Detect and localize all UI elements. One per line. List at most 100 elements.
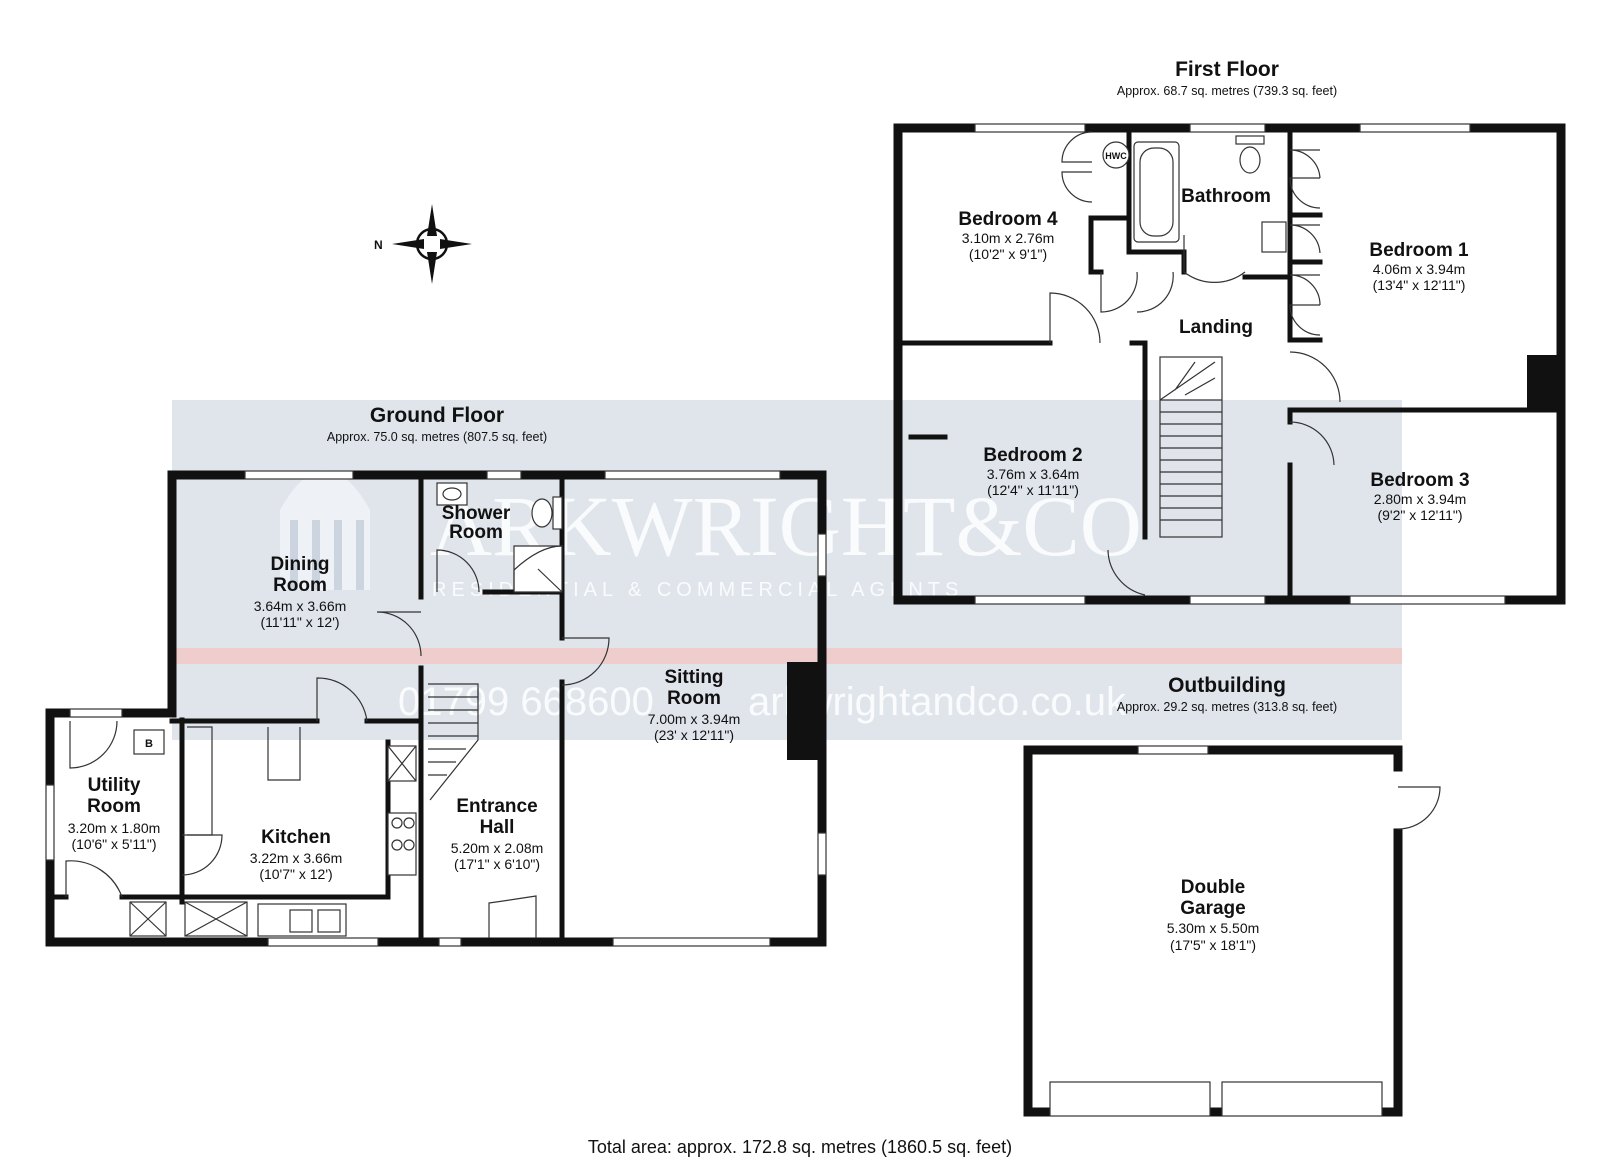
utility-room-dim-m: 3.20m x 1.80m xyxy=(68,820,161,836)
window xyxy=(604,470,781,480)
cupboard-door xyxy=(1061,131,1093,163)
window xyxy=(69,708,123,718)
bedroom-3-name: Bedroom 3 xyxy=(1370,470,1469,491)
window xyxy=(267,937,379,947)
door xyxy=(1107,549,1146,596)
wall xyxy=(1129,340,1148,540)
window xyxy=(438,937,462,947)
entrance-hall-name: Entrance xyxy=(456,796,537,817)
shower-room-name-2: Room xyxy=(449,522,503,543)
toilet xyxy=(1239,146,1261,174)
window xyxy=(244,470,354,480)
wall xyxy=(179,739,391,900)
hot-water-cylinder xyxy=(1102,141,1130,169)
door xyxy=(181,834,223,876)
window xyxy=(486,470,522,480)
door xyxy=(1136,271,1174,313)
wardrobe-divider xyxy=(1287,212,1323,265)
door xyxy=(1183,235,1246,283)
first-floor-title: First Floor xyxy=(1175,58,1279,81)
bedroom-3-dim-ft: (9'2" x 12'11") xyxy=(1377,507,1462,523)
bedroom-2-dim-m: 3.76m x 3.64m xyxy=(987,466,1080,482)
utility-room-name: Utility xyxy=(88,775,141,796)
worktop xyxy=(187,726,213,836)
door xyxy=(1049,292,1101,344)
garage-name: Double xyxy=(1181,877,1245,898)
window xyxy=(1189,595,1266,605)
window xyxy=(1349,595,1506,605)
boiler-label: B xyxy=(145,738,153,750)
watermark-phone: 01799 668600 xyxy=(398,680,654,724)
window xyxy=(1137,745,1209,755)
washbasin xyxy=(1261,221,1287,253)
window xyxy=(817,533,827,577)
toilet xyxy=(531,498,553,528)
wardrobe-door xyxy=(1289,304,1321,336)
wardrobe-door xyxy=(1289,149,1321,179)
sink-bowl xyxy=(289,909,313,933)
wardrobe-door xyxy=(1289,274,1321,306)
dining-room-dim-ft: (11'11" x 12') xyxy=(260,614,339,630)
door xyxy=(69,720,118,769)
door xyxy=(376,611,422,657)
outbuilding: Outbuilding Approx. 29.2 sq. metres (313… xyxy=(1023,674,1441,1117)
front-door xyxy=(488,895,537,938)
bedroom-3-dim-m: 2.80m x 3.94m xyxy=(1374,491,1467,507)
bedroom-1-name: Bedroom 1 xyxy=(1369,240,1469,261)
kitchen-name: Kitchen xyxy=(261,827,331,848)
wardrobe-door xyxy=(1289,177,1321,209)
ground-floor-title: Ground Floor xyxy=(370,404,504,427)
sitting-room-name: Sitting xyxy=(664,667,723,688)
door xyxy=(316,677,368,722)
boiler xyxy=(133,729,165,755)
sitting-room-dim-ft: (23' x 12'11") xyxy=(654,727,734,743)
garage-side-door xyxy=(1397,786,1441,830)
first-floor: First Floor Approx. 68.7 sq. metres (739… xyxy=(893,58,1566,605)
window xyxy=(974,123,1086,133)
bedroom-2-dim-ft: (12'4" x 11'11") xyxy=(987,482,1079,498)
window xyxy=(1189,123,1266,133)
worktop xyxy=(267,727,301,781)
chimney-breast xyxy=(1527,355,1561,410)
outbuilding-title: Outbuilding xyxy=(1168,674,1286,697)
window xyxy=(612,937,771,947)
window xyxy=(1359,123,1471,133)
chimney-breast xyxy=(787,662,822,760)
bedroom-4-dim-ft: (10'2" x 9'1") xyxy=(969,246,1047,262)
bedroom-1-dim-m: 4.06m x 3.94m xyxy=(1373,261,1466,277)
shower-room-name: Shower xyxy=(442,503,511,524)
utility-room-dim-ft: (10'6" x 5'11") xyxy=(71,836,156,852)
ground-floor-area: Approx. 75.0 sq. metres (807.5 sq. feet) xyxy=(327,430,547,444)
window xyxy=(974,595,1086,605)
garage-dim-m: 5.30m x 5.50m xyxy=(1167,920,1260,936)
watermark-stripe xyxy=(172,648,1402,664)
sink-bowl xyxy=(317,909,341,933)
door xyxy=(1289,421,1335,466)
door xyxy=(1289,351,1341,403)
washbasin-bowl xyxy=(442,487,462,501)
first-floor-area: Approx. 68.7 sq. metres (739.3 sq. feet) xyxy=(1117,84,1337,98)
garage-door xyxy=(1221,1081,1383,1117)
toilet-cistern xyxy=(1235,135,1265,145)
window xyxy=(817,832,827,876)
garage-name-2: Garage xyxy=(1180,898,1245,919)
outbuilding-area: Approx. 29.2 sq. metres (313.8 sq. feet) xyxy=(1117,700,1337,714)
bedroom-1-dim-ft: (13'4" x 12'11") xyxy=(1373,277,1466,293)
entrance-hall-dim-ft: (17'1" x 6'10") xyxy=(454,856,540,872)
door xyxy=(436,549,480,593)
first-outer-wall xyxy=(893,123,1566,605)
entrance-hall-dim-m: 5.20m x 2.08m xyxy=(451,840,544,856)
shower-screen xyxy=(513,545,563,593)
toilet-cistern xyxy=(552,496,563,530)
entrance-hall-name-2: Hall xyxy=(480,817,515,838)
utility-room-name-2: Room xyxy=(87,796,141,817)
cupboard-door xyxy=(1061,171,1093,203)
garage-dim-ft: (17'5" x 18'1") xyxy=(1170,937,1256,953)
garage-door xyxy=(1049,1081,1211,1117)
landing-name: Landing xyxy=(1179,317,1253,338)
ground-outer-wall xyxy=(45,470,827,947)
window xyxy=(45,784,55,861)
dining-room-name-2: Room xyxy=(273,575,327,596)
